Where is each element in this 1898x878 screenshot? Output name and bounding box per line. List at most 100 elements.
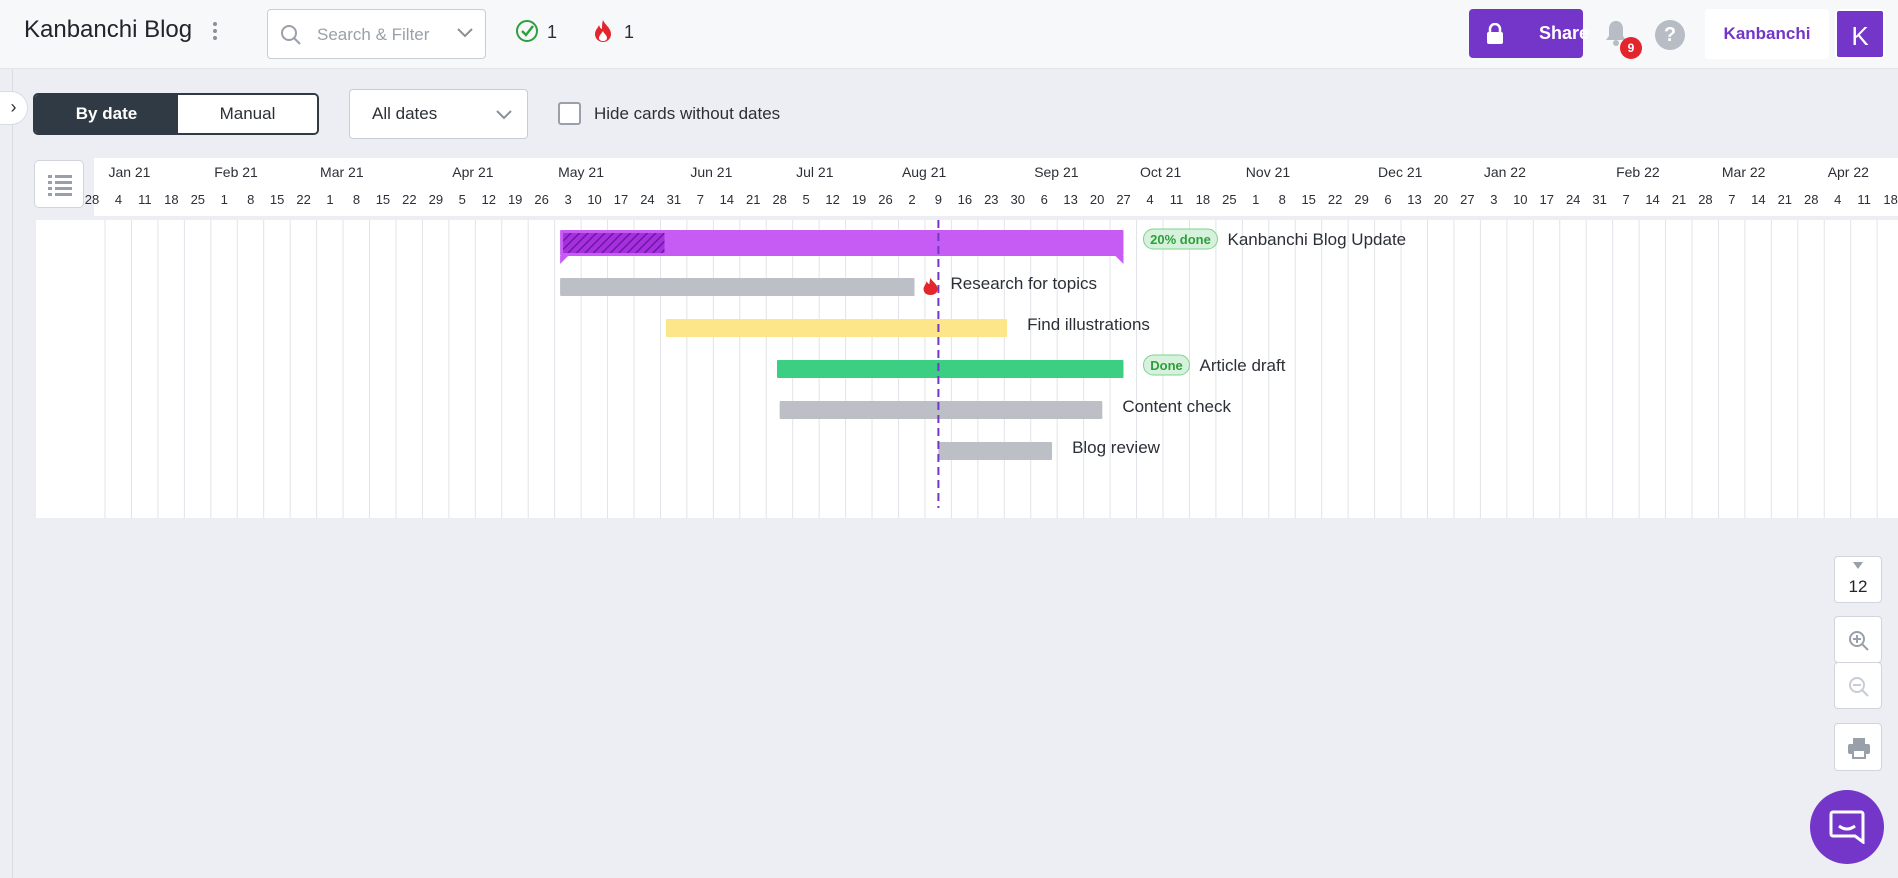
task-bar[interactable] <box>776 360 1124 378</box>
week-label: 24 <box>1566 192 1580 207</box>
month-label: Dec 21 <box>1378 164 1423 180</box>
toggle-list-button[interactable] <box>34 160 84 208</box>
week-label: 18 <box>1883 192 1897 207</box>
week-label: 14 <box>1751 192 1765 207</box>
task-name[interactable]: Research for topics <box>951 274 1097 293</box>
week-label: 2 <box>908 192 915 207</box>
week-label: 25 <box>191 192 205 207</box>
help-icon[interactable]: ? <box>1655 20 1685 50</box>
chevron-down-icon[interactable] <box>456 27 474 39</box>
week-label: 9 <box>935 192 942 207</box>
status-badge-text: 20% done <box>1150 232 1211 247</box>
bell-icon[interactable] <box>1604 19 1628 47</box>
sort-by-date-button[interactable]: By date <box>35 95 178 133</box>
month-label: Mar 21 <box>320 164 364 180</box>
week-label: 15 <box>270 192 284 207</box>
task-name[interactable]: Article draft <box>1199 356 1285 375</box>
week-label: 10 <box>1513 192 1527 207</box>
month-label: Sep 21 <box>1034 164 1079 180</box>
search-filter-input[interactable]: Search & Filter <box>267 9 486 59</box>
left-panel-rail <box>0 70 13 878</box>
zoom-out-icon <box>1849 677 1869 697</box>
week-label: 8 <box>353 192 360 207</box>
fire-icon <box>595 20 611 42</box>
week-label: 18 <box>1196 192 1210 207</box>
week-label: 17 <box>614 192 628 207</box>
task-name[interactable]: Kanbanchi Blog Update <box>1227 230 1406 249</box>
share-button[interactable]: Share <box>1469 9 1589 58</box>
list-icon <box>48 175 72 196</box>
month-label: Jun 21 <box>690 164 732 180</box>
month-label: Jan 22 <box>1484 164 1526 180</box>
check-circle-icon <box>516 20 538 42</box>
week-label: 3 <box>1490 192 1497 207</box>
chat-icon <box>1829 810 1865 844</box>
week-label: 12 <box>482 192 496 207</box>
org-name[interactable]: Kanbanchi <box>1705 9 1829 59</box>
hide-undated-checkbox[interactable] <box>558 102 581 125</box>
week-label: 1 <box>1252 192 1259 207</box>
week-label: 23 <box>984 192 998 207</box>
week-label: 14 <box>1645 192 1659 207</box>
sort-mode-toggle: By date Manual <box>33 93 319 135</box>
task-name[interactable]: Content check <box>1122 397 1231 416</box>
fire-icon <box>923 278 938 295</box>
week-label: 21 <box>746 192 760 207</box>
task-bar[interactable] <box>938 442 1053 460</box>
week-label: 22 <box>296 192 310 207</box>
task-bar[interactable] <box>779 401 1103 419</box>
week-label: 17 <box>1540 192 1554 207</box>
month-label: Feb 21 <box>214 164 258 180</box>
zoom-in-button[interactable] <box>1834 616 1882 663</box>
week-label: 22 <box>1328 192 1342 207</box>
expand-panel-button[interactable]: › <box>0 91 28 125</box>
week-label: 11 <box>1170 192 1184 207</box>
month-label: Jul 21 <box>796 164 834 180</box>
week-label: 31 <box>1592 192 1606 207</box>
status-badge <box>1142 354 1190 376</box>
week-label: 20 <box>1434 192 1448 207</box>
task-bar[interactable] <box>560 230 1124 256</box>
week-label: 28 <box>85 192 99 207</box>
week-label: 8 <box>1279 192 1286 207</box>
week-label: 12 <box>825 192 839 207</box>
week-label: 7 <box>1728 192 1735 207</box>
board-title[interactable]: Kanbanchi Blog <box>24 16 193 43</box>
week-label: 16 <box>958 192 972 207</box>
sort-manual-button[interactable]: Manual <box>178 95 317 133</box>
print-icon <box>1848 738 1870 759</box>
week-label: 22 <box>402 192 416 207</box>
search-icon <box>281 25 301 45</box>
week-label: 26 <box>878 192 892 207</box>
week-label: 29 <box>1354 192 1368 207</box>
task-bar[interactable] <box>665 319 1008 337</box>
avatar[interactable]: K <box>1835 9 1885 59</box>
task-name[interactable]: Find illustrations <box>1027 315 1150 334</box>
week-label: 30 <box>1011 192 1025 207</box>
month-label: Oct 21 <box>1140 164 1181 180</box>
task-bar[interactable] <box>560 278 915 296</box>
week-label: 4 <box>1146 192 1153 207</box>
summary-right-tip <box>1115 256 1124 264</box>
week-label: 7 <box>1622 192 1629 207</box>
date-filter-select[interactable]: All dates <box>349 89 528 139</box>
week-label: 19 <box>852 192 866 207</box>
week-label: 1 <box>326 192 333 207</box>
zoom-level-control[interactable]: 12 <box>1834 556 1882 603</box>
print-button[interactable] <box>1834 723 1882 771</box>
week-label: 4 <box>115 192 122 207</box>
week-label: 10 <box>587 192 601 207</box>
week-label: 27 <box>1116 192 1130 207</box>
week-label: 28 <box>772 192 786 207</box>
week-label: 26 <box>534 192 548 207</box>
chat-launcher-button[interactable] <box>1810 790 1884 864</box>
status-badge <box>1142 228 1218 250</box>
board-menu-icon[interactable] <box>211 22 219 44</box>
zoom-out-button[interactable] <box>1834 662 1882 709</box>
week-label: 8 <box>247 192 254 207</box>
task-name[interactable]: Blog review <box>1072 438 1161 457</box>
chevron-right-icon: › <box>10 97 17 117</box>
week-label: 15 <box>376 192 390 207</box>
week-label: 27 <box>1460 192 1474 207</box>
